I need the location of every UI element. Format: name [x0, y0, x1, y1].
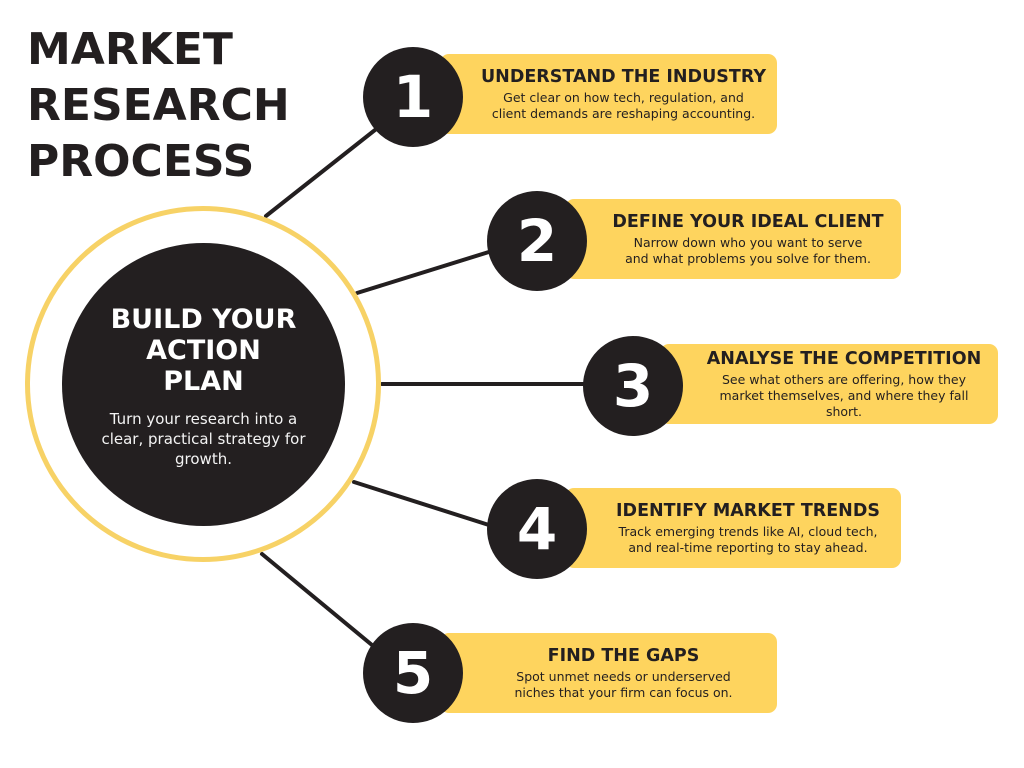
connector-4 — [352, 480, 494, 528]
step-4-number-badge: 4 — [487, 479, 587, 579]
hub-title: BUILD YOUR ACTION PLAN — [110, 304, 297, 397]
step-2-number-badge: 2 — [487, 191, 587, 291]
title-line-3: PROCESS — [27, 136, 255, 187]
step-3-number: 3 — [612, 352, 654, 420]
connector-2 — [355, 249, 494, 295]
step-3-box: ANALYSE THE COMPETITION See what others … — [660, 344, 998, 424]
connector-1 — [264, 124, 382, 218]
step-4-number: 4 — [516, 495, 558, 563]
step-1-title: UNDERSTAND THE INDUSTRY — [480, 67, 767, 87]
step-3-title: ANALYSE THE COMPETITION — [706, 349, 982, 369]
step-1-description: Get clear on how tech, regulation, and c… — [491, 90, 756, 121]
step-3-description: See what others are offering, how they m… — [719, 372, 969, 419]
hub-circle: BUILD YOUR ACTION PLAN Turn your researc… — [62, 243, 345, 526]
page-title: MARKET RESEARCH PROCESS — [27, 22, 290, 190]
connector-5 — [260, 552, 380, 652]
step-1-number-badge: 1 — [363, 47, 463, 147]
step-5-box: FIND THE GAPS Spot unmet needs or unders… — [440, 633, 777, 713]
step-4-description: Track emerging trends like AI, cloud tec… — [618, 524, 878, 555]
step-5-description: Spot unmet needs or underserved niches t… — [514, 669, 733, 700]
step-4-box: IDENTIFY MARKET TRENDS Track emerging tr… — [565, 488, 901, 568]
step-5-title: FIND THE GAPS — [547, 646, 700, 666]
title-line-2: RESEARCH — [27, 80, 290, 131]
step-2-title: DEFINE YOUR IDEAL CLIENT — [612, 212, 884, 232]
hub-description: Turn your research into a clear, practic… — [101, 410, 306, 468]
step-2-box: DEFINE YOUR IDEAL CLIENT Narrow down who… — [565, 199, 901, 279]
step-1-box: UNDERSTAND THE INDUSTRY Get clear on how… — [440, 54, 777, 134]
step-5-number-badge: 5 — [363, 623, 463, 723]
title-line-1: MARKET — [27, 24, 233, 75]
step-4-title: IDENTIFY MARKET TRENDS — [616, 501, 880, 521]
step-2-number: 2 — [516, 207, 558, 275]
step-2-description: Narrow down who you want to serve and wh… — [625, 235, 871, 266]
step-3-number-badge: 3 — [583, 336, 683, 436]
step-1-number: 1 — [392, 63, 434, 131]
step-5-number: 5 — [392, 639, 434, 707]
